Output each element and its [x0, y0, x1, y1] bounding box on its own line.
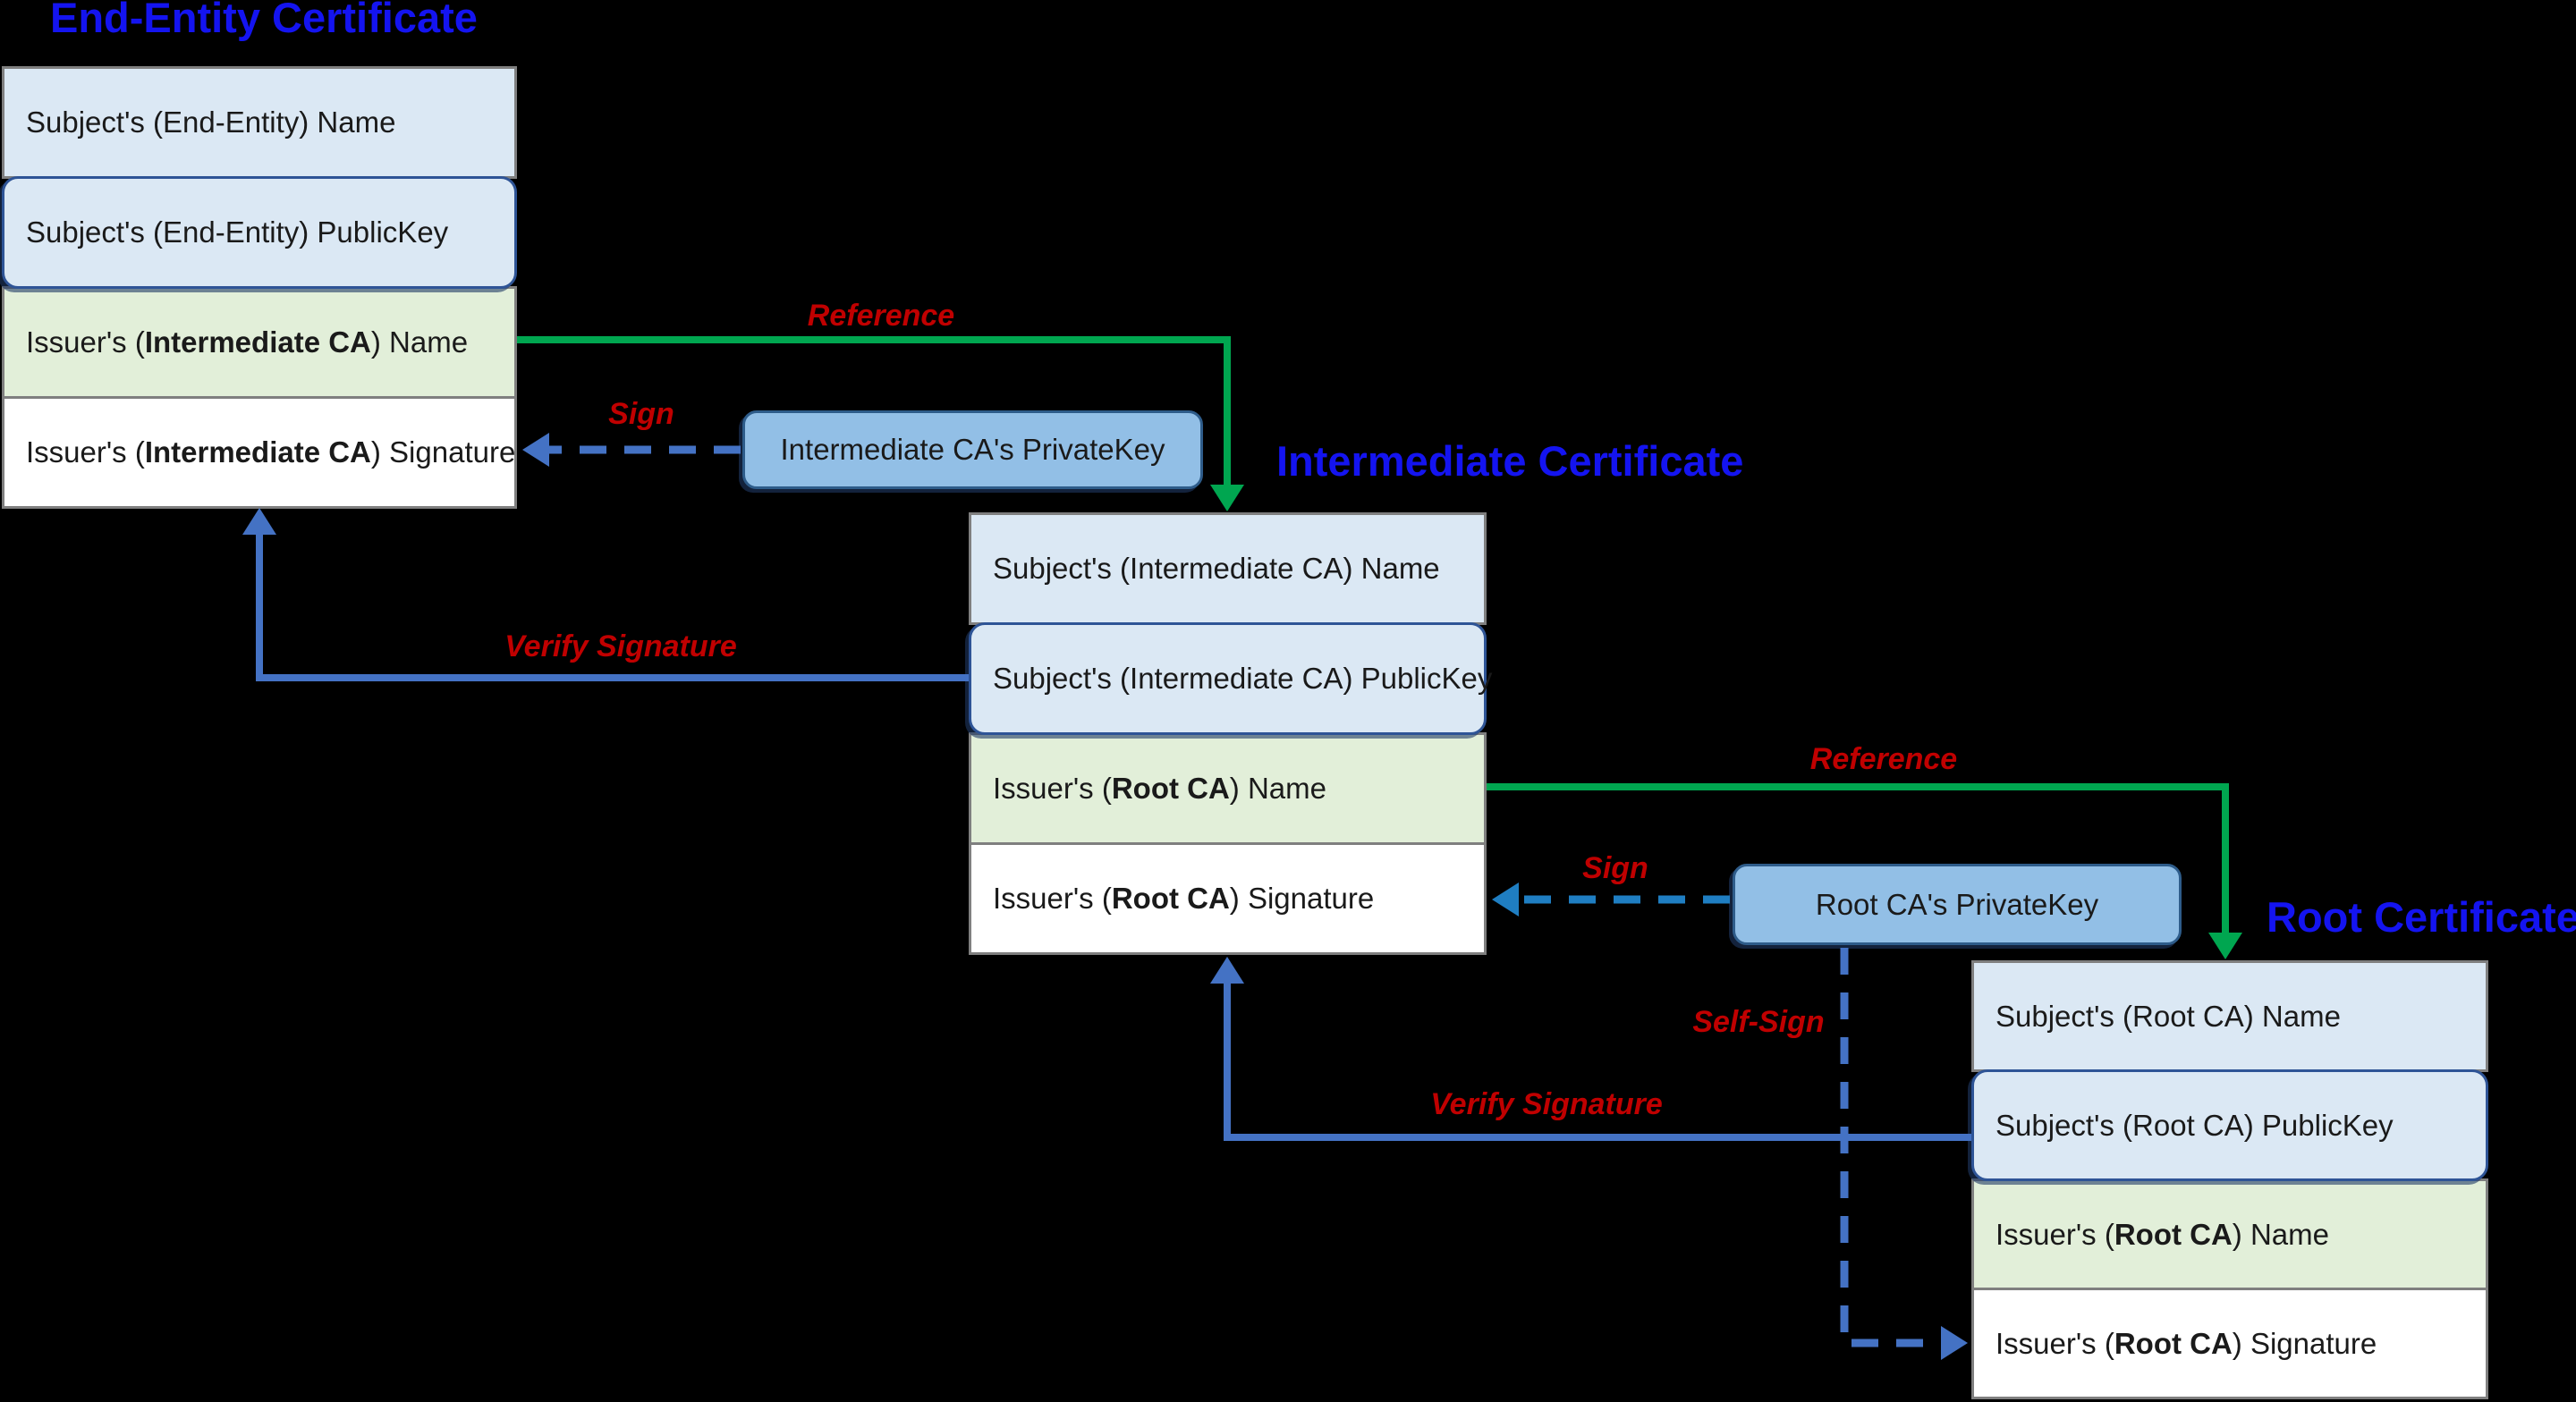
row-text: Subject's (Root CA) Name	[1996, 999, 2341, 1033]
row-text: Issuer's (	[1996, 1326, 2114, 1360]
row-text: Issuer's (	[1996, 1217, 2114, 1251]
row-text-bold: Root CA	[1111, 772, 1230, 805]
root-ca-privatekey-box: Root CA's PrivateKey	[1733, 864, 2182, 945]
row-text-bold: Root CA	[2114, 1326, 2233, 1360]
row-text: ) Signature	[1229, 882, 1375, 915]
row-text: ) Signature	[2232, 1326, 2377, 1360]
privatekey-label: Root CA's PrivateKey	[1815, 887, 2099, 921]
row-text: Issuer's (	[26, 325, 145, 359]
intermediate-ca-privatekey-box: Intermediate CA's PrivateKey	[742, 410, 1203, 489]
intermediate-subject-name-row: Subject's (Intermediate CA) Name	[969, 512, 1487, 625]
row-text: Issuer's (	[26, 435, 145, 469]
row-text: ) Name	[370, 325, 469, 359]
root-issuer-signature-row: Issuer's (Root CA) Signature	[1971, 1288, 2488, 1399]
row-text: Subject's (Root CA) PublicKey	[1996, 1108, 2394, 1142]
row-text-bold: Intermediate CA	[144, 325, 371, 359]
root-certificate-title: Root Certificate	[2267, 893, 2576, 941]
verify-signature-label-1: Verify Signature	[504, 629, 737, 663]
row-text-bold: Intermediate CA	[144, 435, 371, 469]
verify-signature-label-2: Verify Signature	[1430, 1087, 1663, 1121]
self-sign-label: Self-Sign	[1692, 1005, 1825, 1039]
end-entity-issuer-name-row: Issuer's (Intermediate CA) Name	[2, 286, 517, 399]
row-text: Subject's (Intermediate CA) PublicKey	[993, 662, 1493, 695]
reference-label-1: Reference	[807, 299, 955, 333]
sign-arrow-2	[1492, 883, 1730, 916]
end-entity-issuer-signature-row: Issuer's (Intermediate CA) Signature	[2, 396, 517, 509]
sign-label-2: Sign	[1582, 851, 1648, 885]
root-subject-name-row: Subject's (Root CA) Name	[1971, 960, 2488, 1072]
end-entity-subject-publickey-row: Subject's (End-Entity) PublicKey	[2, 176, 517, 289]
row-text: Issuer's (	[993, 772, 1112, 805]
end-entity-certificate-title: End-Entity Certificate	[50, 0, 478, 41]
intermediate-issuer-signature-row: Issuer's (Root CA) Signature	[969, 842, 1487, 955]
row-text: ) Signature	[370, 435, 516, 469]
row-text-bold: Root CA	[1111, 882, 1230, 915]
intermediate-issuer-name-row: Issuer's (Root CA) Name	[969, 732, 1487, 845]
row-text: Subject's (Intermediate CA) Name	[993, 552, 1440, 585]
sign-label-1: Sign	[608, 397, 674, 431]
row-text: ) Name	[1229, 772, 1326, 805]
root-issuer-name-row: Issuer's (Root CA) Name	[1971, 1178, 2488, 1290]
row-text: Issuer's (	[993, 882, 1112, 915]
privatekey-label: Intermediate CA's PrivateKey	[780, 433, 1165, 466]
row-text: Subject's (End-Entity) Name	[26, 106, 396, 139]
root-subject-publickey-row: Subject's (Root CA) PublicKey	[1971, 1069, 2488, 1181]
row-text-bold: Root CA	[2114, 1217, 2233, 1251]
sign-arrow-1	[522, 433, 741, 467]
row-text: ) Name	[2232, 1217, 2329, 1251]
self-sign-arrow	[1840, 948, 1968, 1360]
reference-label-2: Reference	[1809, 742, 1958, 776]
intermediate-subject-publickey-row: Subject's (Intermediate CA) PublicKey	[969, 622, 1492, 735]
intermediate-certificate-title: Intermediate Certificate	[1276, 437, 1744, 485]
end-entity-subject-name-row: Subject's (End-Entity) Name	[2, 66, 517, 179]
row-text: Subject's (End-Entity) PublicKey	[26, 215, 449, 249]
